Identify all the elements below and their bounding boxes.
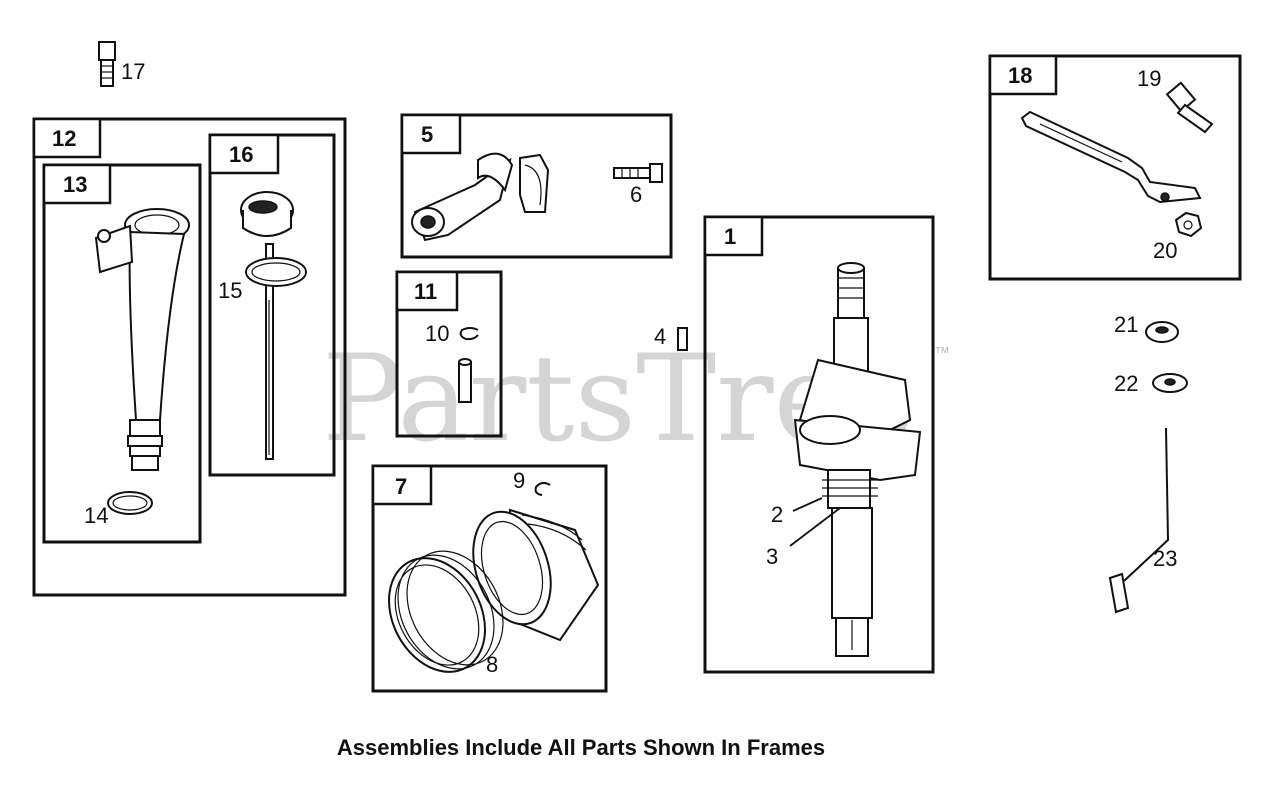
callout-19: 19 <box>1137 66 1161 91</box>
callout-17: 17 <box>121 59 145 84</box>
callout-20: 20 <box>1153 238 1177 263</box>
frame-label-7: 7 <box>395 474 407 499</box>
bolt-17[interactable] <box>98 41 116 87</box>
dipstick-16[interactable] <box>240 191 294 460</box>
frame-18: 18 <box>988 54 1242 281</box>
callout-22: 22 <box>1114 371 1138 396</box>
callout-4: 4 <box>654 324 666 349</box>
diagram-caption: Assemblies Include All Parts Shown In Fr… <box>336 735 826 760</box>
frame-label-1: 1 <box>724 224 736 249</box>
leader-3 <box>789 507 841 547</box>
link-rod-23[interactable] <box>1108 427 1170 614</box>
crankshaft-key-4[interactable] <box>677 327 688 351</box>
dipstick-tube-13[interactable] <box>94 208 190 471</box>
connecting-rod-5[interactable] <box>411 152 550 242</box>
watermark-trademark: ™ <box>934 345 950 362</box>
nut-20[interactable] <box>1174 211 1203 238</box>
frame-label-16: 16 <box>229 142 253 167</box>
frame-label-13: 13 <box>63 172 87 197</box>
frame-13: 13 <box>42 163 202 544</box>
piston-rings-8[interactable] <box>370 534 522 688</box>
callout-14: 14 <box>84 503 108 528</box>
frame-11: 11 <box>395 270 503 438</box>
callout-9: 9 <box>513 468 525 493</box>
frame-label-5: 5 <box>421 122 433 147</box>
callout-2: 2 <box>771 502 783 527</box>
rod-bolt-6[interactable] <box>613 163 663 183</box>
callout-23: 23 <box>1153 546 1177 571</box>
crankshaft-1[interactable] <box>793 262 922 657</box>
o-ring-15[interactable] <box>245 257 307 287</box>
frame-7: 7 <box>371 464 608 693</box>
frame-label-18: 18 <box>1008 63 1032 88</box>
callout-10: 10 <box>425 321 449 346</box>
piston-7[interactable] <box>460 502 600 642</box>
callout-15: 15 <box>218 278 242 303</box>
wrist-pin[interactable] <box>458 358 472 403</box>
callout-6: 6 <box>630 182 642 207</box>
wrist-pin-clip-10[interactable] <box>459 327 479 341</box>
leader-2 <box>792 497 823 512</box>
frame-1: 1 <box>703 215 935 674</box>
frame-12: 12 <box>32 117 347 597</box>
flat-washer-22[interactable] <box>1152 373 1188 393</box>
frame-label-12: 12 <box>52 126 76 151</box>
callout-21: 21 <box>1114 312 1138 337</box>
bolt-19[interactable] <box>1165 81 1214 134</box>
bracket-18[interactable] <box>1020 110 1202 204</box>
callout-3: 3 <box>766 544 778 569</box>
frame-5: 5 <box>400 113 673 259</box>
o-ring-14[interactable] <box>107 491 153 515</box>
piston-clip-9[interactable] <box>534 481 551 496</box>
frame-label-11: 11 <box>414 279 437 304</box>
frame-16: 16 <box>208 133 336 477</box>
lock-washer-21[interactable] <box>1145 321 1179 343</box>
callout-8: 8 <box>486 652 498 677</box>
